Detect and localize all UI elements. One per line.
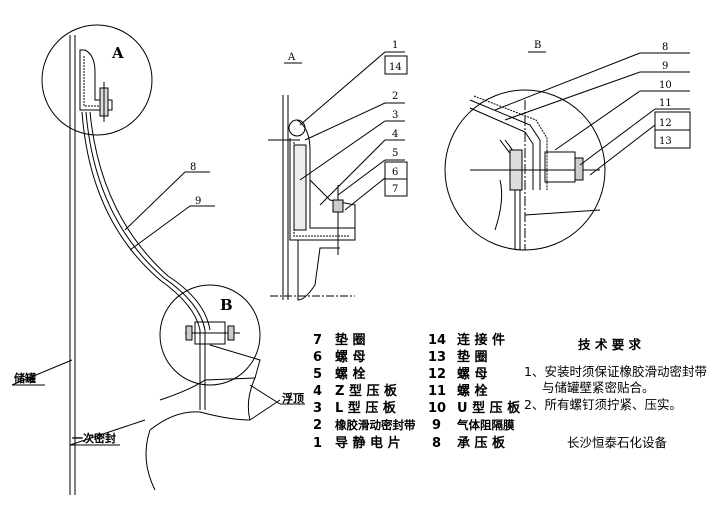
part-no: 4 — [313, 384, 322, 399]
part-name: U 型 压 板 — [457, 400, 521, 416]
detail-circle-b — [159, 284, 261, 386]
leaders-section-a — [299, 51, 408, 211]
parts-right: 14 连 接 件 13 垫 圈 12 螺 母 11 螺 栓 10 U 型 压 板 9 气体阻… — [428, 332, 521, 451]
requirement-2: 2、所有螺钉须拧紧、压实。 — [524, 397, 682, 412]
section-a-title: A — [287, 52, 296, 63]
part-name: 承 压 板 — [457, 435, 506, 451]
callout-7: 7 — [392, 184, 398, 195]
callout-4: 4 — [392, 129, 398, 140]
part-no: 11 — [428, 384, 446, 399]
seal-envelope — [81, 111, 211, 410]
part-name: 连 接 件 — [457, 332, 505, 348]
floating-roof — [145, 377, 281, 491]
part-no: 1 — [313, 436, 322, 451]
primary-seal-label: 一次密封 — [72, 431, 116, 445]
detail-b-clamp — [185, 321, 261, 379]
callout-9: 9 — [662, 61, 668, 72]
part-name: 气体阻隔膜 — [456, 418, 515, 432]
callout-13: 13 — [659, 136, 672, 147]
tank-wall — [69, 35, 76, 495]
callout-11: 11 — [659, 98, 672, 109]
parts-left: 7 垫 圈 6 螺 母 5 螺 栓 4 Z 型 压 板 3 L 型 压 板 2 橡胶滑动密封… — [313, 332, 416, 451]
part-no: 8 — [432, 436, 441, 451]
requirements-title: 技 术 要 求 — [578, 337, 642, 352]
part-name: 橡胶滑动密封带 — [335, 418, 416, 432]
part-no: 9 — [432, 418, 441, 433]
leaders-left — [11, 171, 305, 446]
callout-8: 8 — [662, 42, 668, 53]
floating-roof-label: 浮顶 — [282, 391, 304, 405]
part-name: 螺 母 — [335, 349, 366, 365]
part-name: 螺 栓 — [335, 366, 366, 382]
part-no: 10 — [428, 401, 446, 416]
part-no: 5 — [313, 367, 322, 382]
detail-circle-a — [41, 24, 153, 136]
leaders-section-b — [494, 52, 691, 176]
part-no: 6 — [313, 350, 322, 365]
part-no: 14 — [428, 333, 446, 348]
callout-1: 1 — [392, 40, 398, 51]
callout-10: 10 — [659, 80, 672, 91]
parts-list: 7 垫 圈 6 螺 母 5 螺 栓 4 Z 型 压 板 3 L 型 压 板 2 橡胶滑动密封… — [313, 332, 521, 451]
part-name: 垫 圈 — [335, 332, 366, 348]
requirement-1: 1、安装时须保证橡胶滑动密封带 — [524, 364, 707, 379]
callout-6: 6 — [392, 167, 398, 178]
part-no: 2 — [313, 418, 322, 433]
leader-label-9: 9 — [195, 196, 201, 207]
part-name: 垫 圈 — [457, 349, 488, 365]
part-name: L 型 压 板 — [335, 400, 397, 416]
section-b-detail — [469, 95, 601, 250]
section-a — [268, 95, 356, 301]
callout-5: 5 — [392, 148, 398, 159]
part-name: 螺 栓 — [457, 383, 488, 399]
tank-label: 储罐 — [14, 371, 36, 385]
part-no: 3 — [313, 401, 322, 416]
part-no: 12 — [428, 367, 446, 382]
callout-3: 3 — [392, 110, 398, 121]
technical-requirements: 技 术 要 求 1、安装时须保证橡胶滑动密封带 与储罐壁紧密贴合。 2、所有螺钉… — [524, 337, 707, 450]
requirement-1-cont: 与储罐壁紧密贴合。 — [542, 380, 655, 395]
detail-b-label: B — [220, 296, 233, 314]
callout-12: 12 — [659, 118, 672, 129]
company-name: 长沙恒泰石化设备 — [567, 435, 668, 450]
part-name: 螺 母 — [457, 366, 488, 382]
part-no: 7 — [313, 333, 322, 348]
section-b-title: B — [534, 40, 541, 51]
detail-a-seal — [79, 49, 113, 122]
part-name: 导 静 电 片 — [335, 435, 401, 451]
part-name: Z 型 压 板 — [335, 383, 398, 399]
callout-2: 2 — [392, 91, 398, 102]
detail-a-label: A — [111, 44, 124, 62]
callout-14: 14 — [389, 62, 402, 73]
leader-label-8: 8 — [190, 162, 196, 173]
part-no: 13 — [428, 350, 446, 365]
